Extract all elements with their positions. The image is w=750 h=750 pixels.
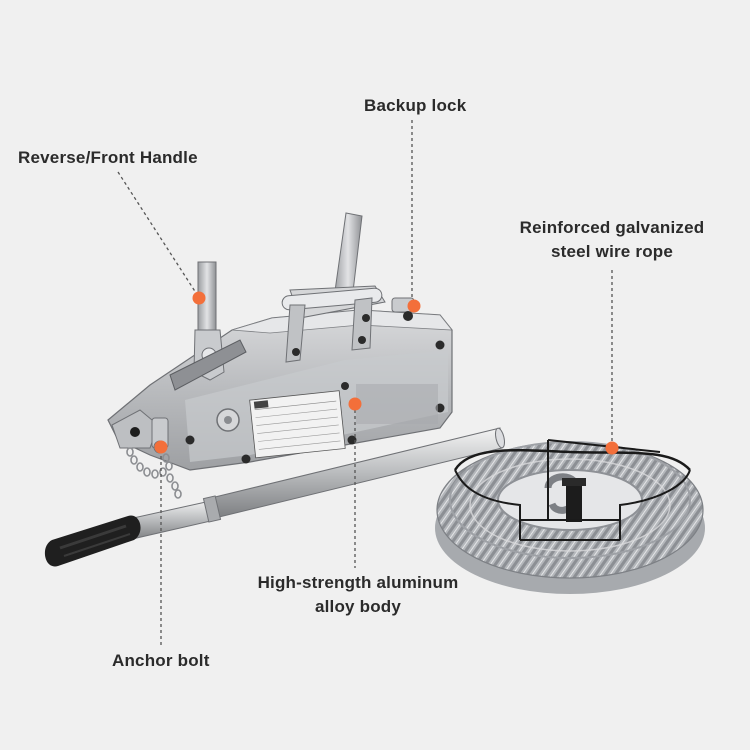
label-wire-rope-line1: Reinforced galvanized: [519, 218, 705, 237]
label-wire-rope-line2: steel wire rope: [550, 242, 674, 261]
marker-anchor-bolt: [154, 440, 168, 454]
label-wire-rope: Reinforced galvanized steel wire rope: [500, 216, 724, 264]
label-aluminum-body: High-strength aluminum alloy body: [238, 571, 478, 619]
marker-wire-rope: [605, 441, 619, 455]
telescopic-handle: [44, 427, 506, 567]
label-backup-lock: Backup lock: [364, 96, 467, 115]
marker-handle: [192, 291, 206, 305]
label-body-line2: alloy body: [314, 597, 402, 616]
label-body-line1: High-strength aluminum: [257, 573, 459, 592]
puller-body: [107, 309, 453, 471]
leader-line-handle: [117, 171, 199, 297]
leader-lines: [117, 120, 613, 645]
label-reverse-front-handle: Reverse/Front Handle: [18, 148, 198, 167]
wire-rope-coil: [435, 439, 705, 594]
forward-lever: [281, 212, 386, 363]
marker-backup-lock: [407, 299, 421, 313]
highlight-markers: [154, 291, 619, 455]
reverse-front-lever: [169, 261, 247, 391]
safety-chain: [126, 447, 182, 499]
marker-body: [348, 397, 362, 411]
anchor-hook: [111, 409, 169, 454]
label-anchor-bolt: Anchor bolt: [112, 651, 210, 670]
